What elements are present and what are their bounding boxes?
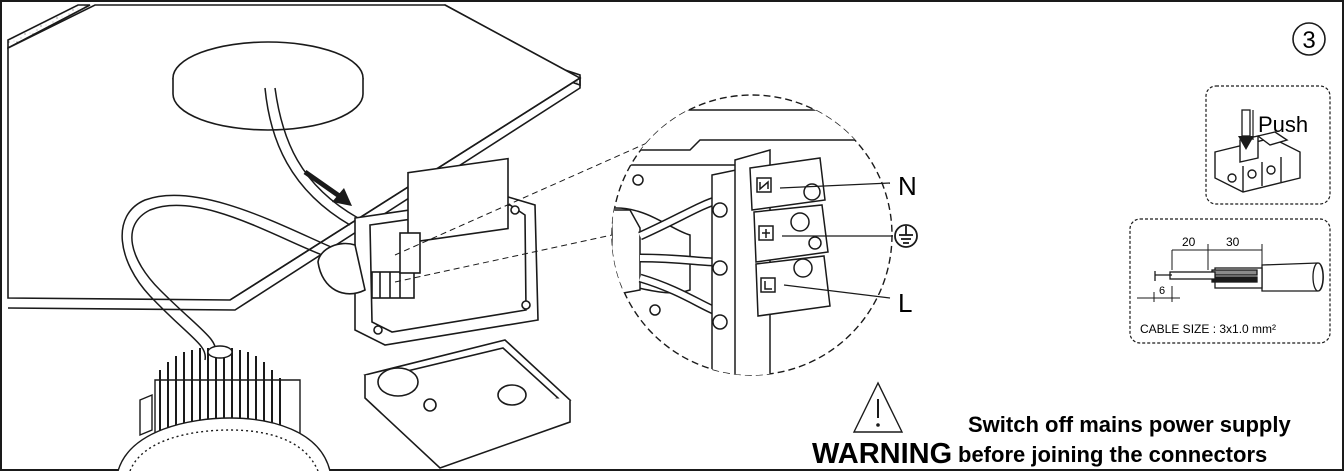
label-leaders xyxy=(779,182,893,299)
dimension-6: 6 xyxy=(1159,285,1165,297)
insert-arrow xyxy=(303,169,352,206)
neutral-label: N xyxy=(898,171,917,201)
warning-line-1: Switch off mains power supply xyxy=(968,412,1291,437)
live-label: L xyxy=(898,288,912,318)
connector-zoom-view xyxy=(611,94,893,376)
warning-triangle-icon xyxy=(852,381,904,433)
ceiling-cutout xyxy=(172,41,364,131)
dimension-lines xyxy=(1137,244,1263,302)
power-cables xyxy=(121,87,359,361)
driver-lid xyxy=(363,339,572,469)
cable-strip-panel: 20 30 6 CABLE SIZE : 3x1.0 mm² xyxy=(1129,218,1331,344)
warning-block: WARNING Switch off mains power supply be… xyxy=(812,381,1291,470)
step-number: 3 xyxy=(1302,27,1315,54)
push-label: Push xyxy=(1258,112,1308,137)
push-arrow xyxy=(1238,109,1254,150)
dimension-30: 30 xyxy=(1226,235,1240,249)
step-number-badge: 3 xyxy=(1292,22,1326,56)
protective-earth-icon xyxy=(894,224,918,248)
luminaire-heatsink xyxy=(117,345,331,472)
warning-line-2: before joining the connectors xyxy=(958,442,1267,467)
dimension-20: 20 xyxy=(1182,235,1196,249)
zoom-leaders xyxy=(394,134,666,283)
terminal-glyphs xyxy=(759,180,772,290)
warning-title: WARNING xyxy=(812,438,952,470)
push-panel: Push xyxy=(1205,85,1331,205)
cable-size-label: CABLE SIZE : 3x1.0 mm² xyxy=(1140,322,1276,336)
